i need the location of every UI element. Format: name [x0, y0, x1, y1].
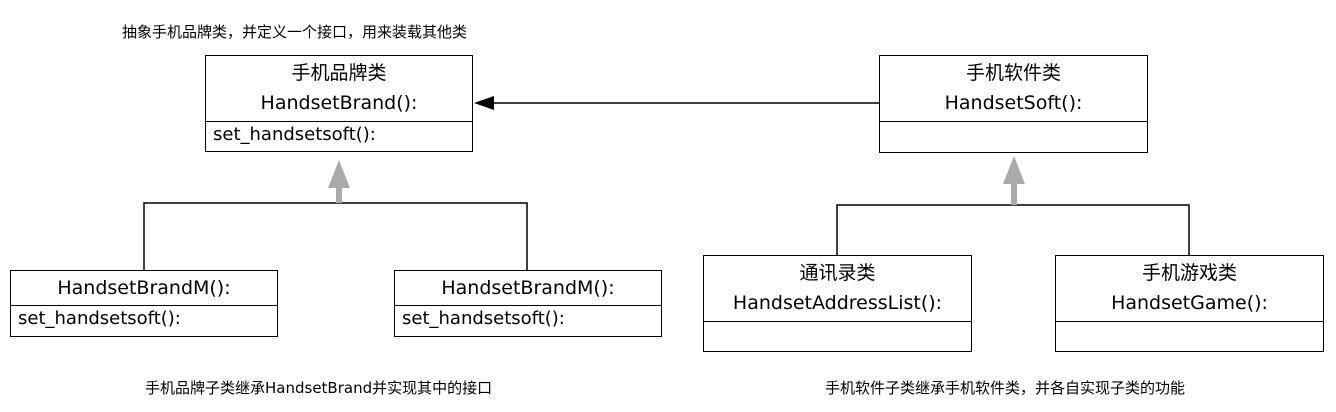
- brand-inheritance-arrowhead: [328, 160, 350, 188]
- note-abstract-brand: 抽象手机品牌类，并定义一个接口，用来装载其他类: [122, 23, 468, 41]
- class-name: HandsetBrandM():: [441, 277, 615, 299]
- class-handset-soft: 手机软件类 HandsetSoft():: [879, 55, 1148, 153]
- soft-inheritance-tree: [836, 204, 1190, 255]
- class-divider: [704, 321, 971, 322]
- class-name: HandsetBrand():: [260, 92, 418, 114]
- association-arrowhead: [474, 96, 494, 110]
- class-name: HandsetAddressList():: [732, 292, 943, 314]
- class-divider: [395, 305, 661, 306]
- class-handset-brand-m-left: HandsetBrandM(): set_handsetsoft():: [10, 270, 278, 337]
- note-soft-subclasses: 手机软件子类继承手机软件类，并各自实现子类的功能: [825, 379, 1186, 397]
- class-handset-brand-m-right: HandsetBrandM(): set_handsetsoft():: [394, 270, 662, 337]
- class-handset-address-list: 通讯录类 HandsetAddressList():: [703, 255, 972, 352]
- class-divider: [206, 121, 472, 122]
- class-title: 手机游戏类: [1141, 262, 1237, 284]
- class-divider: [11, 305, 277, 306]
- class-handset-brand: 手机品牌类 HandsetBrand(): set_handsetsoft():: [205, 55, 473, 152]
- class-name: HandsetBrandM():: [57, 277, 231, 299]
- soft-inheritance-arrowhead: [1003, 156, 1025, 184]
- class-title: 通讯录类: [799, 262, 876, 284]
- class-name: HandsetSoft():: [944, 92, 1083, 114]
- class-title: 手机品牌类: [291, 62, 387, 84]
- brand-inheritance-tree: [143, 202, 528, 270]
- class-divider: [1056, 321, 1323, 322]
- class-method: set_handsetsoft():: [402, 308, 565, 329]
- class-name: HandsetGame():: [1111, 292, 1268, 314]
- class-title: 手机软件类: [965, 62, 1061, 84]
- class-method: set_handsetsoft():: [213, 124, 376, 145]
- note-brand-subclasses: 手机品牌子类继承HandsetBrand并实现其中的接口: [145, 379, 493, 397]
- class-handset-game: 手机游戏类 HandsetGame():: [1055, 255, 1324, 352]
- class-divider: [880, 121, 1147, 122]
- class-method: set_handsetsoft():: [18, 308, 181, 329]
